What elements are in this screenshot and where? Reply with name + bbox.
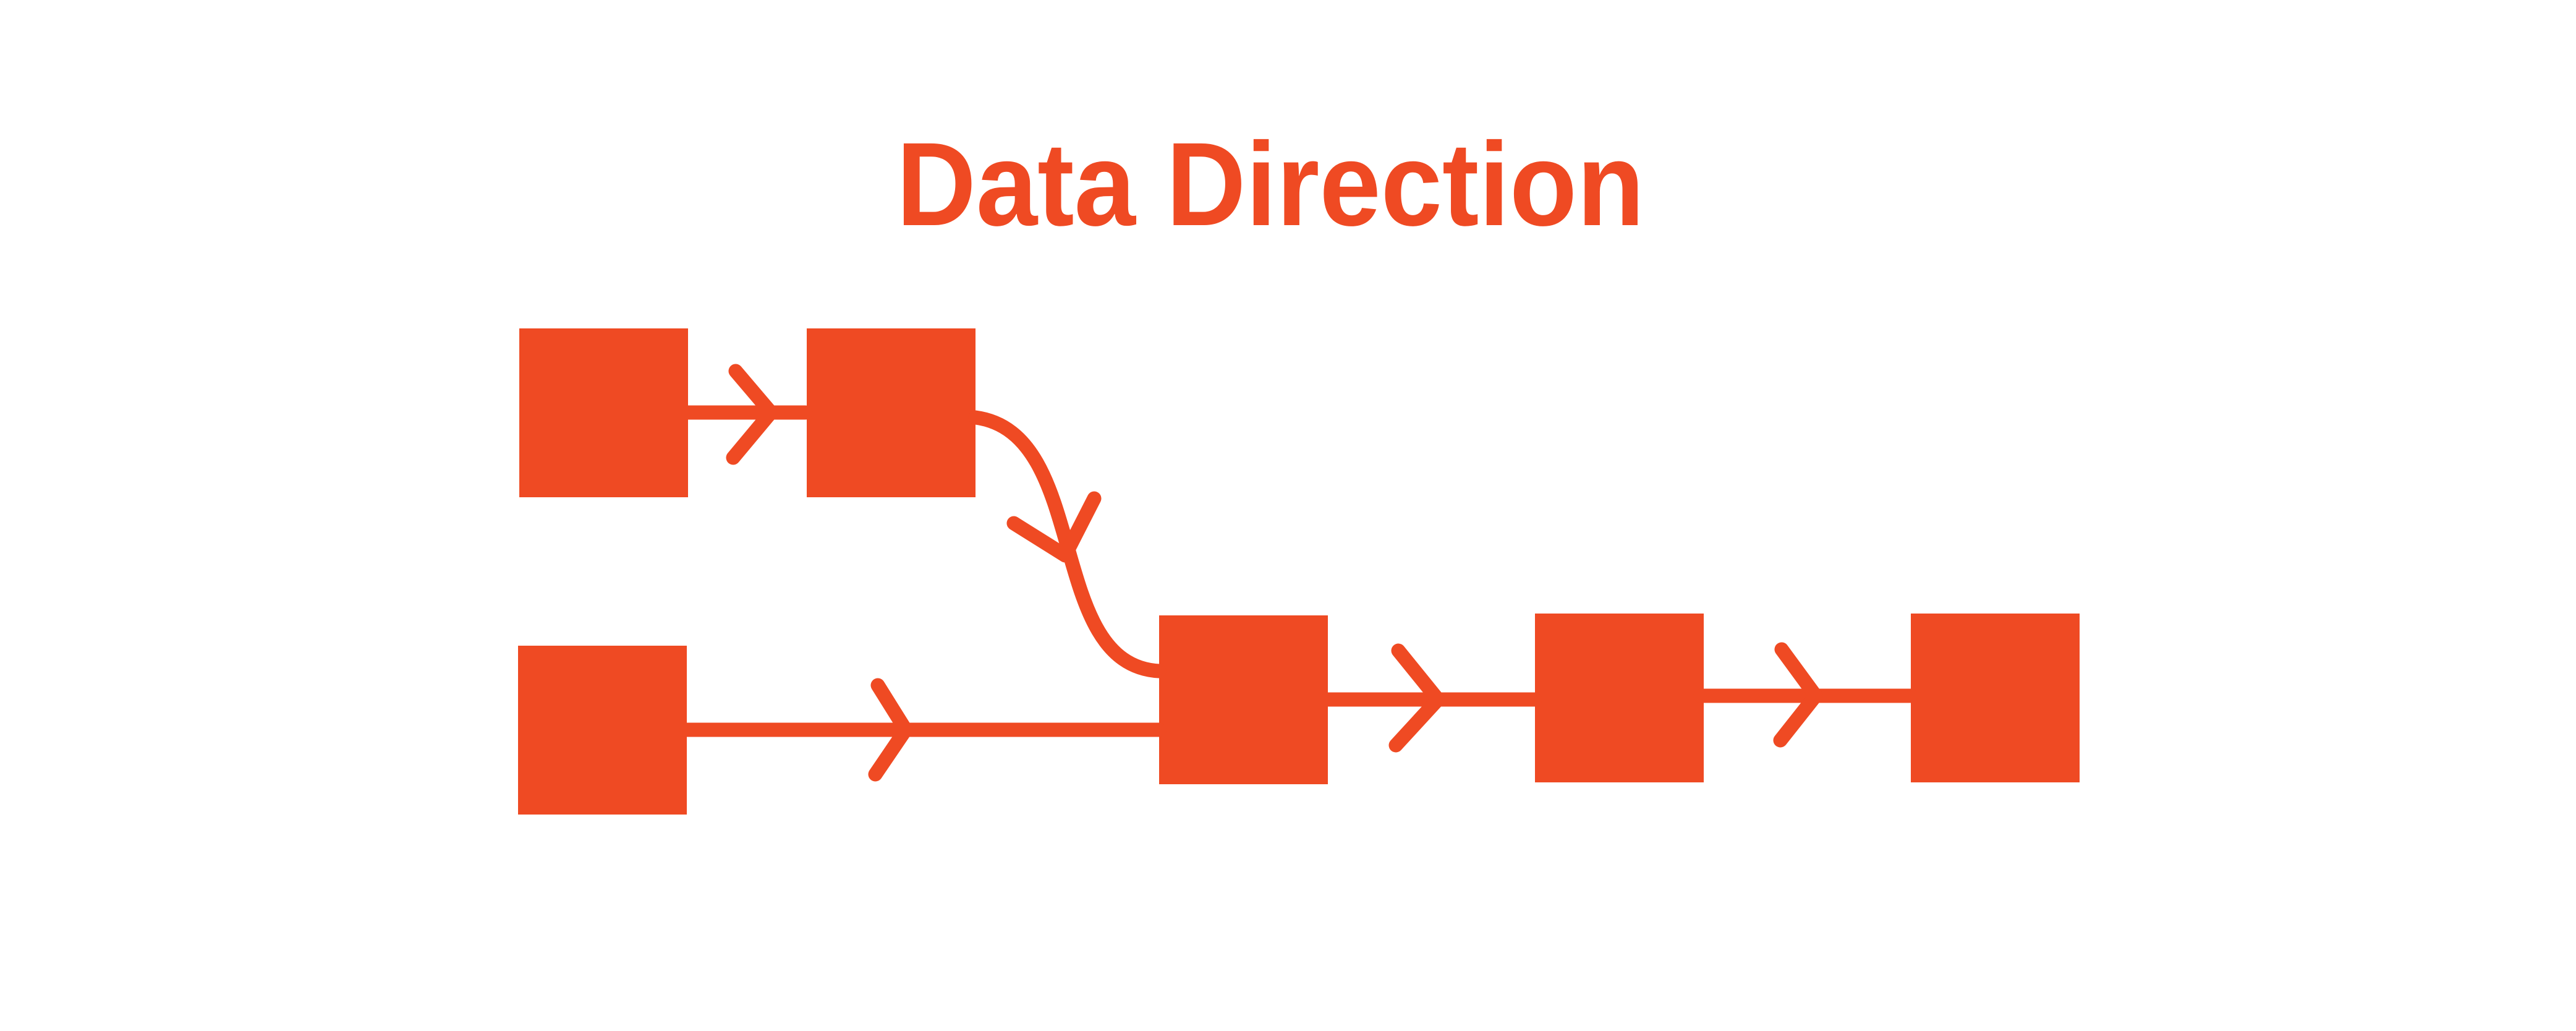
edge-bottomleft-to-mid-arrowhead <box>868 678 913 782</box>
node-right-2 <box>1911 614 2080 782</box>
edge-top1-to-top2-arrowhead <box>726 364 778 465</box>
node-bottom-left <box>518 646 687 815</box>
node-top-1 <box>519 328 688 497</box>
node-mid <box>1159 615 1328 784</box>
diagram-title: Data Direction <box>896 118 1644 250</box>
node-top-2 <box>807 328 976 497</box>
edge-top2-to-mid-curve-arrowhead <box>1006 491 1102 563</box>
edge-mid-to-right1-arrowhead <box>1388 643 1445 753</box>
edge-right1-to-right2-arrowhead <box>1773 642 1823 748</box>
node-right-1 <box>1535 614 1704 782</box>
diagram-layer <box>518 328 2080 815</box>
